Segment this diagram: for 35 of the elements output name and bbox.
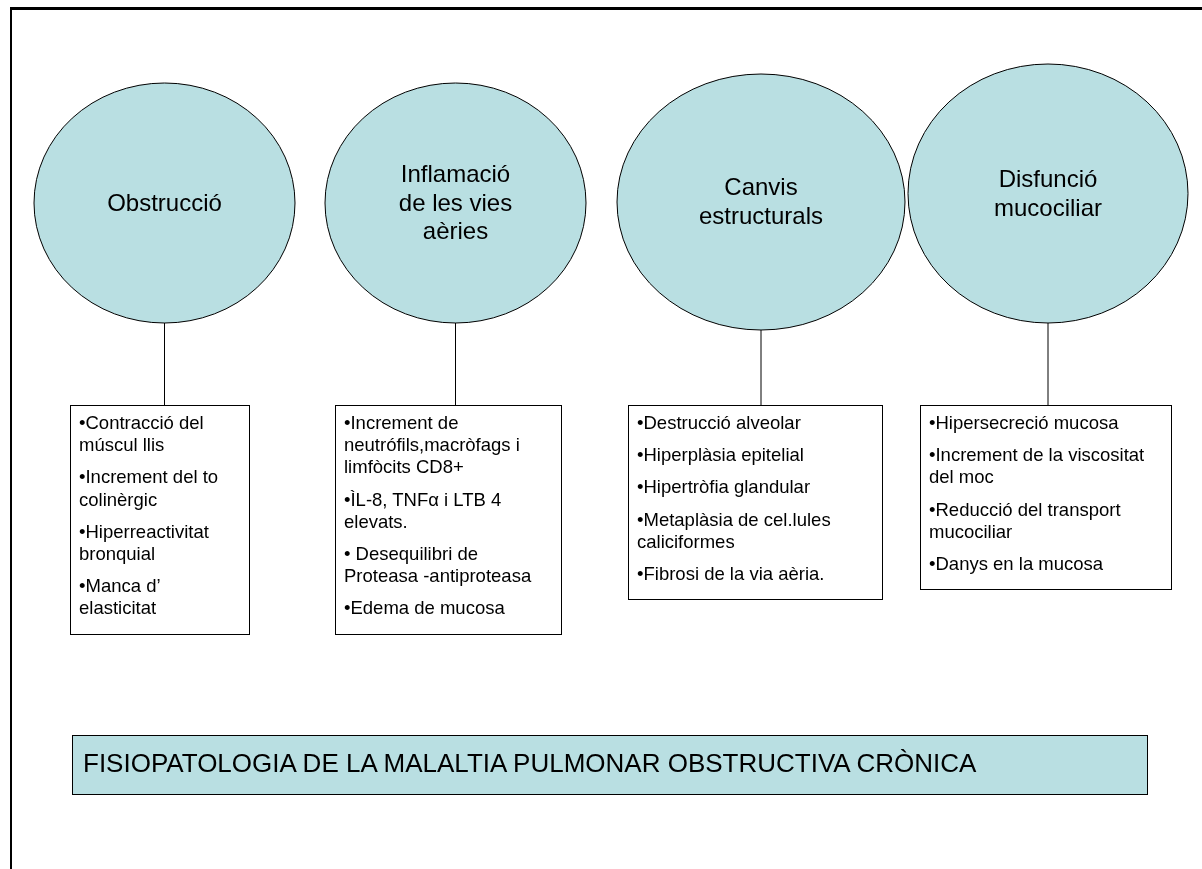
detail-box — [628, 405, 883, 601]
bullet-item: •Increment de neutrófils,macròfags i limfòcits CD8+ — [344, 412, 521, 479]
detail-box — [335, 405, 562, 635]
bullet-item: •Hiperplàsia epitelial — [637, 444, 805, 467]
connector-line — [455, 322, 456, 406]
title-banner — [72, 735, 1148, 795]
bullet-item: •Destrucció alveolar — [637, 412, 802, 435]
bullet-item: •Manca d’ elasticitat — [79, 575, 161, 620]
topic-label: Obstrucció — [106, 188, 223, 218]
topic-label: Canvis estructurals — [697, 173, 824, 231]
bullet-item: •Metaplàsia de cel.lules caliciformes — [637, 508, 832, 553]
banner-text: FISIOPATOLOGIA DE LA MALALTIA PULMONAR OBSTRUCTIVA CRÒNICA — [83, 748, 978, 779]
connector-line — [164, 322, 165, 406]
topic-circle — [617, 74, 905, 330]
bullet-item: •Increment de la viscositat del moc — [929, 444, 1146, 489]
connector-line — [1047, 322, 1049, 406]
detail-box — [920, 405, 1172, 591]
bullet-item: •Hipersecreció mucosa — [929, 412, 1120, 435]
topic-circle — [34, 83, 295, 323]
bullet-item: •Fibrosi de la via aèria. — [637, 562, 826, 586]
topic-label: Inflamació de les vies aèries — [397, 159, 514, 247]
bullet-item: • Desequilibri de Proteasa -antiproteasa — [344, 542, 533, 588]
bullet-item: •Edema de mucosa — [344, 597, 506, 620]
topic-circle — [325, 83, 586, 323]
bullet-item: •Hipertròfia glandular — [637, 476, 812, 499]
connector-line — [760, 329, 762, 406]
bullet-item: •Increment del to colinèrgic — [79, 466, 220, 511]
bullet-item: •Hiperreactivitat bronquial — [79, 520, 210, 566]
bullet-item: •ÌL-8, TNFα i LTB 4 elevats. — [344, 488, 503, 533]
bullet-item: •Reducció del transport mucociliar — [929, 498, 1122, 543]
bullet-item: •Danys en la mucosa — [929, 552, 1105, 576]
detail-box — [70, 405, 250, 635]
bullet-item: •Contracció del múscul llis — [79, 412, 205, 457]
topic-label: Disfunció mucociliar — [993, 164, 1103, 223]
topic-circle — [908, 64, 1188, 323]
